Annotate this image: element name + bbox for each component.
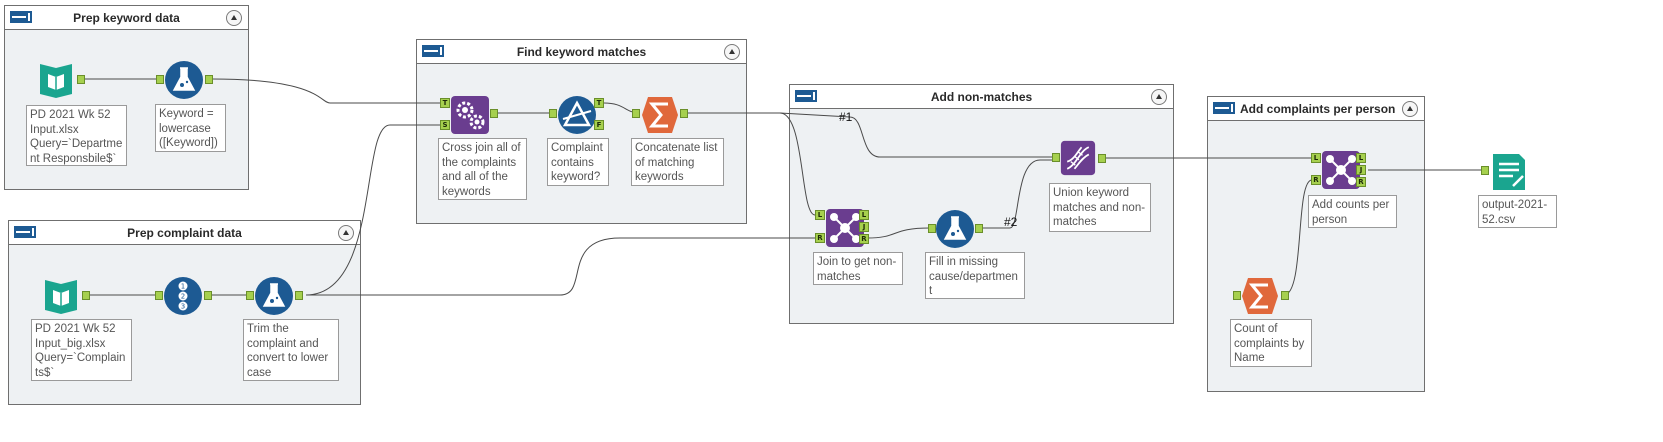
output-anchor[interactable] <box>490 109 498 118</box>
anchor-r[interactable]: R <box>1356 177 1366 187</box>
wire-trim-to-join-right <box>306 237 815 296</box>
output-anchor[interactable] <box>295 291 303 300</box>
anchor-l[interactable]: L <box>815 210 825 220</box>
input-anchor[interactable] <box>1233 291 1241 300</box>
wire-formula-to-append-target <box>211 78 440 104</box>
book-icon[interactable] <box>41 276 81 316</box>
sigma-icon[interactable] <box>640 95 680 135</box>
annotation-complaint-input: PD 2021 Wk 52 Input_big.xlsx Query=`Comp… <box>31 319 132 381</box>
annotation-join-non-matches: Join to get non- matches <box>813 252 903 285</box>
container-icon <box>10 11 32 23</box>
input-anchor[interactable] <box>155 291 163 300</box>
svg-text:3: 3 <box>181 303 185 311</box>
container-icon <box>1213 102 1235 114</box>
output-anchor[interactable] <box>205 75 213 84</box>
multi-input-anchor[interactable] <box>1052 153 1060 162</box>
wire-count-to-addcounts-right <box>1283 179 1313 296</box>
container-title: Prep keyword data <box>73 11 180 25</box>
wire-label-2: #2 <box>1004 215 1018 229</box>
annotation-union: Union keyword matches and non- matches <box>1049 183 1151 232</box>
container-header: Add non-matches <box>790 85 1173 109</box>
collapse-button[interactable] <box>226 10 242 26</box>
anchor-t[interactable]: T <box>440 98 450 108</box>
container-title: Find keyword matches <box>516 45 647 59</box>
join-nodes-icon[interactable] <box>1321 150 1361 190</box>
wire-summarize-to-join-left <box>688 112 816 216</box>
svg-text:1: 1 <box>181 283 185 291</box>
output-anchor[interactable] <box>975 224 983 233</box>
flask-icon[interactable] <box>254 276 294 316</box>
wire-label-1: #1 <box>839 110 853 124</box>
wire-join-to-fill <box>866 227 931 239</box>
container-icon <box>795 90 817 102</box>
collapse-button[interactable] <box>724 44 740 60</box>
input-anchor[interactable] <box>632 109 640 118</box>
annotation-cross-join: Cross join all of the complaints and all… <box>438 138 527 200</box>
annotation-keyword-input: PD 2021 Wk 52 Input.xlsx Query=`Departme… <box>26 105 127 166</box>
document-output-icon[interactable] <box>1489 152 1529 192</box>
input-anchor[interactable] <box>549 109 557 118</box>
container-header: Add complaints per person <box>1208 97 1424 121</box>
anchor-f[interactable]: F <box>594 120 604 130</box>
annotation-concatenate: Concatenate list of matching keywords <box>631 138 724 186</box>
numbered-list-icon[interactable]: 1 2 3 <box>163 276 203 316</box>
output-anchor[interactable] <box>82 291 90 300</box>
collapse-button[interactable] <box>1402 101 1418 117</box>
container-title: Prep complaint data <box>127 226 242 240</box>
wire-fill-to-union <box>980 159 1058 229</box>
anchor-r[interactable]: R <box>1311 175 1321 185</box>
annotation-add-counts: Add counts per person <box>1308 195 1397 228</box>
annotation-filter: Complaint contains keyword? <box>547 138 609 186</box>
input-anchor[interactable] <box>246 291 254 300</box>
anchor-j[interactable]: J <box>1356 165 1366 175</box>
container-header: Prep complaint data <box>9 221 360 245</box>
annotation-trim: Trim the complaint and convert to lower … <box>243 319 339 381</box>
output-anchor[interactable] <box>680 109 688 118</box>
output-anchor[interactable] <box>1098 154 1106 163</box>
annotation-output: output-2021- 52.csv <box>1478 195 1557 228</box>
anchor-r[interactable]: R <box>859 234 869 244</box>
anchor-l[interactable]: L <box>1311 153 1321 163</box>
dna-icon[interactable] <box>1060 140 1096 176</box>
gears-icon[interactable] <box>450 95 490 135</box>
annotation-fill-missing: Fill in missing cause/departmen t <box>925 252 1025 299</box>
join-nodes-icon[interactable] <box>825 208 865 248</box>
wire-summarize-to-union <box>779 112 1056 158</box>
sigma-icon[interactable] <box>1240 276 1280 316</box>
anchor-r[interactable]: R <box>815 233 825 243</box>
container-title: Add complaints per person <box>1240 102 1396 116</box>
anchor-s[interactable]: S <box>440 120 450 130</box>
book-icon[interactable] <box>36 60 76 100</box>
wire-trim-to-append-source <box>305 124 440 296</box>
anchor-j[interactable]: J <box>859 222 869 232</box>
input-anchor[interactable] <box>156 75 164 84</box>
flask-icon[interactable] <box>164 60 204 100</box>
input-anchor[interactable] <box>928 224 936 233</box>
collapse-button[interactable] <box>338 225 354 241</box>
anchor-l[interactable]: L <box>1356 153 1366 163</box>
container-header: Find keyword matches <box>417 40 746 64</box>
container-icon <box>422 45 444 57</box>
collapse-button[interactable] <box>1151 89 1167 105</box>
triangle-filter-icon[interactable] <box>557 95 597 135</box>
output-anchor[interactable] <box>77 75 85 84</box>
container-title: Add non-matches <box>930 90 1033 104</box>
container-header: Prep keyword data <box>5 6 248 30</box>
anchor-l[interactable]: L <box>859 210 869 220</box>
output-anchor[interactable] <box>1281 291 1289 300</box>
annotation-count-complaints: Count of complaints by Name <box>1230 319 1312 367</box>
output-anchor[interactable] <box>204 291 212 300</box>
svg-text:2: 2 <box>181 293 185 301</box>
input-anchor[interactable] <box>1481 166 1489 175</box>
container-icon <box>14 226 36 238</box>
anchor-t[interactable]: T <box>594 98 604 108</box>
flask-icon[interactable] <box>935 209 975 249</box>
annotation-keyword-formula: Keyword = lowercase ([Keyword]) <box>155 104 226 152</box>
